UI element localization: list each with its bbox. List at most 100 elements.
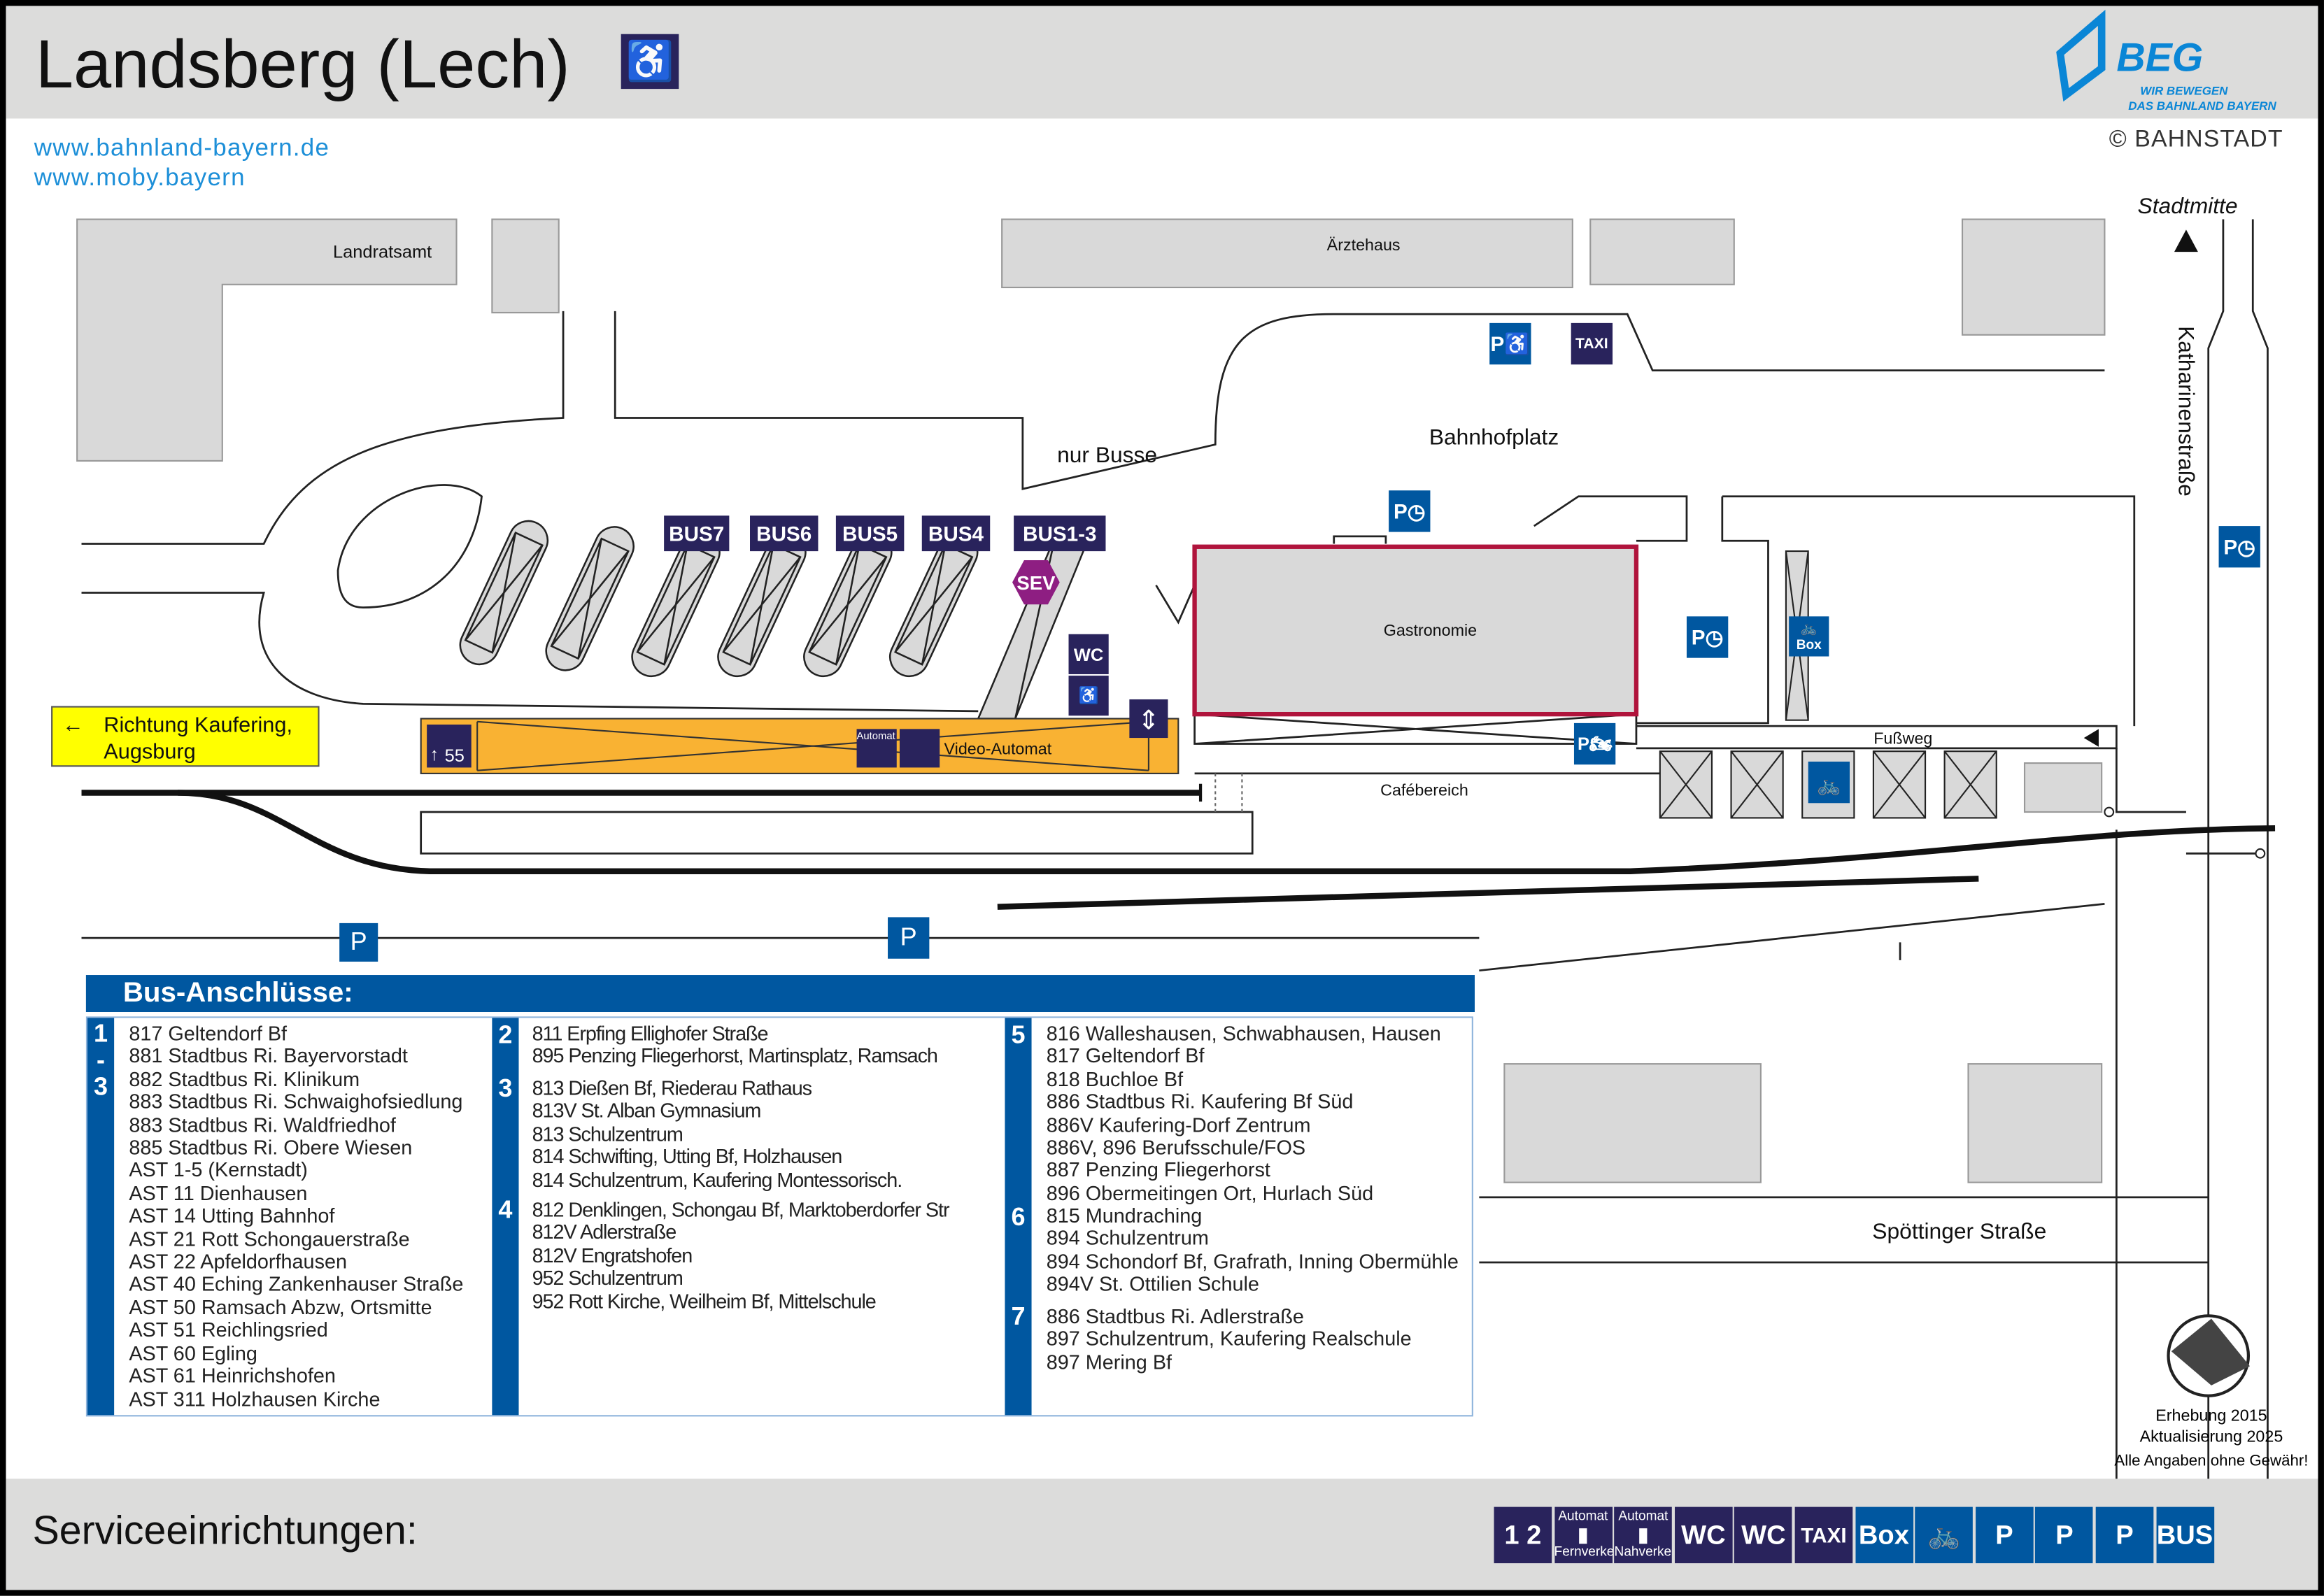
bus-line-item: 812V Engratshofen: [532, 1244, 693, 1267]
compass-icon: [2167, 1314, 2251, 1397]
svg-text:DAS BAHNLAND BAYERN: DAS BAHNLAND BAYERN: [2128, 99, 2276, 113]
bus-line-item: 817 Geltendorf Bf: [129, 1022, 288, 1045]
track-55-label: 55: [445, 746, 465, 766]
bus-line-item: 814 Schulzentrum, Kaufering Montessorisc…: [532, 1168, 903, 1191]
bus-line-item: 881 Stadtbus Ri. Bayervorstadt: [129, 1045, 408, 1068]
roads: [81, 219, 2269, 1482]
platform-roof: [476, 720, 1149, 771]
short-term-parking-icon: P◷: [1389, 490, 1431, 532]
bus-line-item: 886 Stadtbus Ri. Adlerstraße: [1046, 1305, 1304, 1328]
building-aerztehaus: [1001, 218, 1573, 289]
bus-line-item: 895 Penzing Fliegerhorst, Martinsplatz, …: [532, 1045, 938, 1068]
bus-line-item: 897 Schulzentrum, Kaufering Realschule: [1046, 1328, 1412, 1351]
svg-text:nur Busse: nur Busse: [1057, 442, 1157, 467]
accessible-parking-icon: P♿: [1489, 322, 1531, 365]
bus-line-item: AST 61 Heinrichshofen: [129, 1365, 336, 1388]
svg-text:Katharinenstraße: Katharinenstraße: [2174, 326, 2199, 497]
building: [1967, 1063, 2103, 1183]
bus-line-item: AST 22 Apfeldorfhausen: [129, 1251, 348, 1274]
beg-logo: BEG WIR BEWEGEN DAS BAHNLAND BAYERN: [2056, 9, 2276, 113]
arrow-up-icon: ↑: [430, 745, 439, 764]
taxi-icon: TAXI: [1571, 322, 1613, 365]
bus-line-item: 813 Dießen Bf, Riederau Rathaus: [532, 1077, 812, 1100]
page-title: Landsberg (Lech): [35, 25, 570, 103]
accessible-wc-icon: ♿: [1068, 676, 1109, 716]
bus-line-item: 813 Schulzentrum: [532, 1123, 683, 1146]
bus-line-item: 815 Mundraching: [1046, 1204, 1203, 1227]
bus-line-item: AST 51 Reichlingsried: [129, 1319, 328, 1341]
railway-tracks: [81, 790, 2276, 910]
bus-line-item: 887 Penzing Fliegerhorst: [1046, 1159, 1270, 1182]
bus-icon: BUS: [2155, 1506, 2214, 1564]
bus-line-item: AST 11 Dienhausen: [129, 1182, 308, 1205]
ticket-machine-icon: [856, 729, 897, 768]
short-term-parking-icon: P◷: [1686, 616, 1729, 658]
stop-number: 1 - 3: [94, 1019, 108, 1102]
svg-text:Richtung Kaufering,: Richtung Kaufering,: [104, 713, 292, 737]
bus-lines-stop-4: 812 Denklingen, Schongau Bf, Marktoberdo…: [532, 1198, 950, 1313]
bus-line-item: 817 Geltendorf Bf: [1046, 1045, 1205, 1068]
disclaimer-note: Alle Angaben ohne Gewähr!: [2114, 1452, 2309, 1470]
arrow-left-icon: ←: [62, 713, 84, 737]
bus-line-item: 894 Schulzentrum: [1046, 1227, 1209, 1250]
north-arrow-icon: [2174, 229, 2198, 252]
wc-icon: WC: [1068, 634, 1109, 674]
svg-text:Augsburg: Augsburg: [104, 739, 195, 764]
building: [1589, 218, 1735, 285]
building: [1961, 218, 2106, 336]
svg-text:Cafébereich: Cafébereich: [1380, 781, 1468, 799]
bus-line-item: 886 Stadtbus Ri. Kaufering Bf Süd: [1046, 1090, 1354, 1113]
bus-line-item: AST 21 Rott Schongauerstraße: [129, 1227, 410, 1251]
bus-line-item: 812V Adlerstraße: [532, 1221, 677, 1244]
update-note: Aktualisierung 2025: [2139, 1428, 2283, 1446]
svg-text:Gastronomie: Gastronomie: [1384, 621, 1477, 639]
building: [2023, 762, 2103, 813]
accessible-parking-icon: P: [1975, 1506, 2034, 1564]
bus-line-item: AST 1-5 (Kernstadt): [129, 1159, 308, 1182]
accessible-wc-icon: WC: [1674, 1506, 1733, 1564]
svg-text:Ärztehaus: Ärztehaus: [1327, 236, 1401, 254]
gastronomie-building: [1192, 544, 1639, 717]
short-term-parking-icon: P: [2095, 1506, 2154, 1564]
svg-text:Bahnhofplatz: Bahnhofplatz: [1429, 425, 1559, 450]
services-title: Serviceeinrichtungen:: [32, 1508, 418, 1553]
bus-line-item: 812 Denklingen, Schongau Bf, Marktoberdo…: [532, 1198, 950, 1221]
svg-text:🚲: 🚲: [1817, 774, 1841, 796]
stop-number: 3: [498, 1074, 513, 1103]
link-bahnland-bayern[interactable]: www.bahnland-bayern.de: [34, 134, 330, 162]
svg-text:⇕: ⇕: [1138, 705, 1160, 735]
bus-line-item: 894V St. Ottilien Schule: [1046, 1273, 1259, 1296]
bus-line-item: 883 Stadtbus Ri. Schwaighofsiedlung: [129, 1090, 463, 1113]
wc-icon: WC: [1734, 1506, 1793, 1564]
stop-number: 5: [1011, 1020, 1026, 1049]
ticket-machine-icon: [899, 729, 940, 768]
bus-connections-title: Bus-Anschlüsse:: [85, 975, 1475, 1013]
bus-line-item: 814 Schwifting, Utting Bf, Holzhausen: [532, 1146, 843, 1168]
stop-number: 4: [498, 1195, 513, 1224]
link-moby-bayern[interactable]: www.moby.bayern: [34, 164, 246, 192]
bus-line-item: 885 Stadtbus Ri. Obere Wiesen: [129, 1137, 413, 1159]
svg-text:Automat: Automat: [856, 731, 895, 742]
svg-text:Landratsamt: Landratsamt: [333, 243, 432, 262]
ticket-counter-icon: 1 2: [1494, 1506, 1552, 1564]
parking-icon: P: [888, 917, 930, 959]
bus-line-item: 811 Erpfing Ellighofer Straße: [532, 1022, 769, 1045]
bus-line-item: AST 40 Eching Zankenhauser Straße: [129, 1273, 464, 1296]
bus-line-item: 952 Schulzentrum: [532, 1267, 683, 1290]
svg-text:Video-Automat: Video-Automat: [944, 739, 1052, 757]
bus-line-item: 818 Buchloe Bf: [1046, 1068, 1184, 1090]
bike-parking-icon: 🚲: [1915, 1506, 1974, 1564]
ticket-machine-regional-icon: Automat▮Nahverkehr: [1614, 1506, 1673, 1564]
stop-number: 2: [498, 1020, 513, 1049]
